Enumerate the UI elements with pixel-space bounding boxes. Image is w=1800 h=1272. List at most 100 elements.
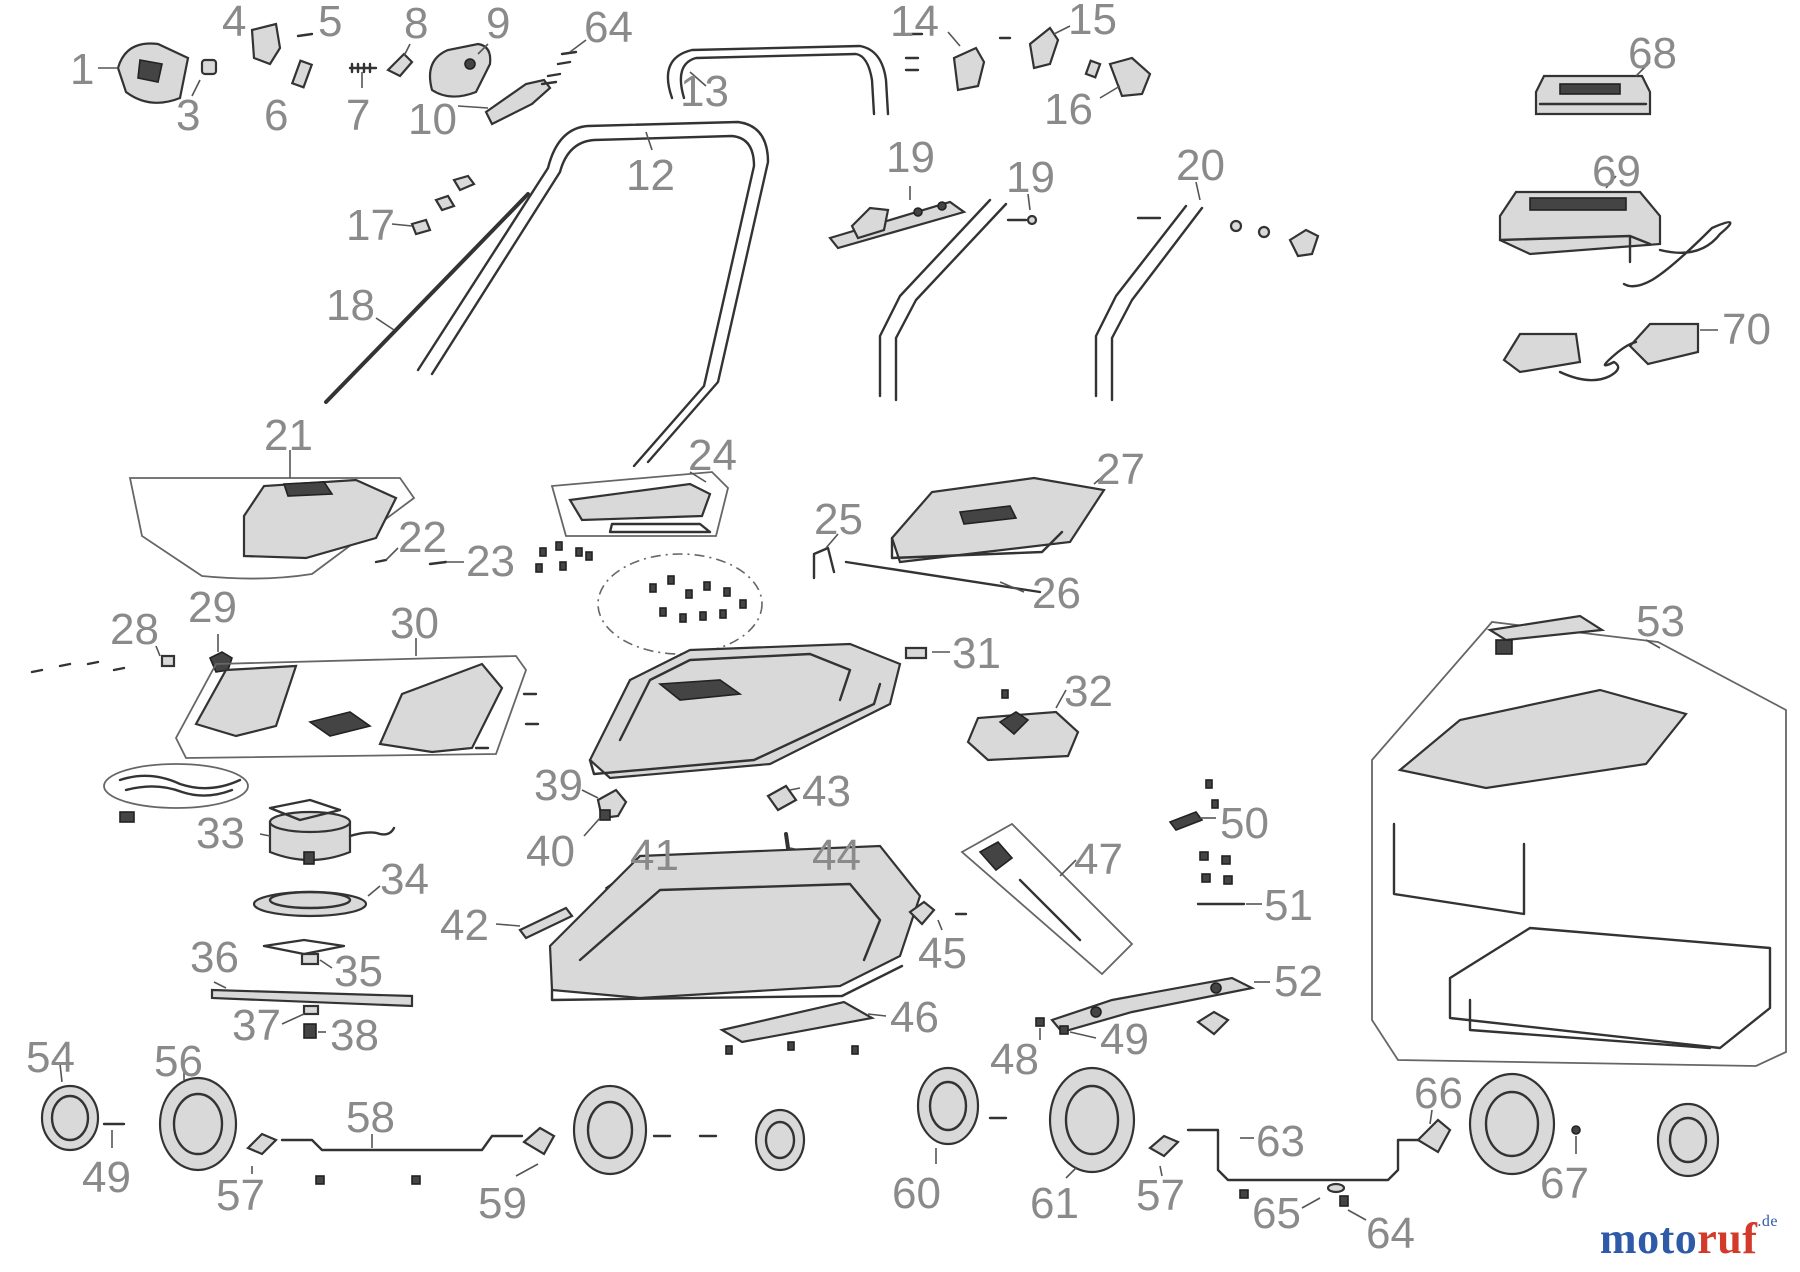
label-12: 12 <box>626 151 675 200</box>
label-40: 40 <box>526 827 575 876</box>
part-20-hardware <box>1229 219 1320 258</box>
part-14-knob <box>904 31 986 92</box>
part-19-clamp <box>828 186 967 250</box>
label-14: 14 <box>890 0 939 46</box>
label-28: 28 <box>110 605 159 654</box>
label-33: 33 <box>196 809 245 858</box>
part-22-screw <box>374 547 399 564</box>
part-deck-upper <box>588 642 902 780</box>
label-48: 48 <box>990 1035 1039 1084</box>
part-61-wheel <box>1048 1066 1136 1179</box>
label-18: 18 <box>326 281 375 330</box>
part-46-guard <box>719 1000 887 1055</box>
label-31: 31 <box>952 629 1001 678</box>
label-57-left: 57 <box>216 1171 265 1220</box>
label-45: 45 <box>918 929 967 978</box>
part-34-fan <box>252 885 381 918</box>
label-49-left: 49 <box>82 1153 131 1202</box>
label-69: 69 <box>1592 147 1641 196</box>
part-hubcap-back-right <box>1656 1102 1720 1178</box>
part-32-control-board <box>966 689 1080 762</box>
part-70-adapter <box>1502 322 1718 382</box>
label-19-clamp: 19 <box>886 133 935 182</box>
part-43-bracket <box>766 784 801 812</box>
label-5: 5 <box>318 0 342 46</box>
label-59: 59 <box>478 1179 527 1228</box>
part-26-rod <box>844 560 1042 594</box>
label-36: 36 <box>190 933 239 982</box>
part-13-upper-handle <box>666 44 890 116</box>
part-35-spacer <box>262 938 346 969</box>
part-30-screws-right <box>474 692 540 750</box>
label-47: 47 <box>1074 835 1123 884</box>
part-18-cable <box>324 192 530 404</box>
part-19-tube-left <box>878 198 1008 402</box>
label-22: 22 <box>398 513 447 562</box>
label-34: 34 <box>380 855 429 904</box>
label-42: 42 <box>440 901 489 950</box>
label-38: 38 <box>330 1011 379 1060</box>
part-49-screw-left <box>102 1122 126 1148</box>
label-46: 46 <box>890 993 939 1042</box>
label-1: 1 <box>70 45 94 94</box>
label-29: 29 <box>188 583 237 632</box>
part-59-bracket <box>515 1126 556 1177</box>
part-1-switch-cover <box>98 42 190 104</box>
part-8-clip <box>386 43 414 78</box>
label-57-right: 57 <box>1136 1171 1185 1220</box>
part-16-knob <box>1084 56 1152 99</box>
part-50-spring <box>1168 779 1233 885</box>
label-17: 17 <box>346 201 395 250</box>
label-44: 44 <box>812 831 861 880</box>
part-49-screw-mid <box>1059 1025 1097 1039</box>
part-60-hubcap <box>916 1066 1008 1164</box>
part-25-clip <box>812 533 839 580</box>
label-6: 6 <box>264 91 288 140</box>
label-51: 51 <box>1264 881 1313 930</box>
part-36-blade <box>210 981 414 1008</box>
part-33-motor <box>259 798 396 865</box>
label-8: 8 <box>404 0 428 48</box>
part-6-spring <box>290 59 314 89</box>
part-66-bracket <box>1416 1109 1452 1154</box>
part-23-screw <box>428 560 464 566</box>
part-64-screw-bottom <box>1339 1195 1367 1221</box>
part-67-screw <box>1571 1125 1581 1154</box>
label-9: 9 <box>486 0 510 48</box>
label-50: 50 <box>1220 799 1269 848</box>
motoruf-watermark-logo: motoruf.de <box>1599 1213 1778 1263</box>
part-20-tube-right <box>1094 181 1204 402</box>
part-57-bracket-left <box>246 1132 278 1174</box>
label-67: 67 <box>1540 1159 1589 1208</box>
part-54-hubcap <box>40 1063 100 1152</box>
label-70: 70 <box>1722 305 1771 354</box>
label-4: 4 <box>222 0 246 46</box>
part-10-switch-lever <box>457 78 552 126</box>
part-38-bolt <box>303 1023 326 1039</box>
part-5-pin <box>296 32 314 38</box>
part-29-grommet <box>208 634 233 673</box>
part-main-deck <box>548 844 922 1002</box>
part-4-lever <box>250 22 282 66</box>
part-wheel-back-right <box>1468 1072 1556 1176</box>
part-17-clips <box>391 174 476 236</box>
part-58-axle <box>280 1134 524 1185</box>
part-42-rubber <box>495 906 574 940</box>
part-52-height-link <box>1050 976 1270 1036</box>
part-56-wheel <box>158 1068 238 1172</box>
part-65-washer <box>1301 1182 1346 1209</box>
part-wheel-back-left <box>572 1084 718 1176</box>
label-20: 20 <box>1176 141 1225 190</box>
part-24-handle-cover <box>535 471 729 573</box>
label-61: 61 <box>1030 1179 1079 1228</box>
part-48-screw <box>1035 1017 1045 1040</box>
label-66: 66 <box>1414 1069 1463 1118</box>
label-27: 27 <box>1096 445 1145 494</box>
part-31-connector <box>904 646 950 660</box>
part-number-labels: 1 3 4 5 6 7 8 9 10 12 13 14 15 16 17 18 … <box>26 0 1771 1258</box>
part-63-axle <box>1186 1128 1430 1199</box>
part-40-screw <box>583 809 611 837</box>
part-30-inner-housing <box>174 638 528 759</box>
part-45-bracket <box>908 900 968 931</box>
